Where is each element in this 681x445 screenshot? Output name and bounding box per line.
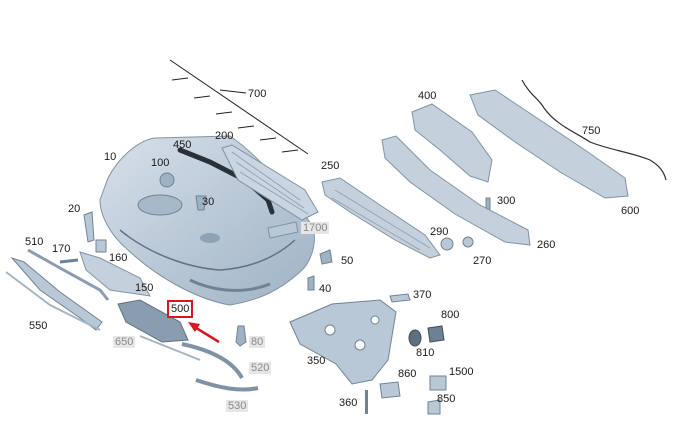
callout-290: 290 (430, 226, 449, 238)
callout-270: 270 (473, 255, 492, 267)
callout-520: 520 (249, 362, 272, 374)
callout-1500: 1500 (449, 366, 474, 378)
callout-550: 550 (29, 320, 48, 332)
callout-1700: 1700 (301, 222, 330, 234)
part-350-bracket (289, 299, 397, 385)
callout-860: 860 (398, 368, 417, 380)
part-600-carrier (469, 89, 629, 199)
part-80-clip (235, 325, 247, 347)
part-270 (462, 236, 474, 248)
part-170 (59, 258, 79, 264)
part-1700 (267, 221, 299, 239)
callout-510: 510 (25, 236, 44, 248)
callout-600: 600 (621, 205, 640, 217)
part-50-clip (319, 249, 333, 265)
part-150-grille (79, 251, 151, 297)
part-20 (83, 211, 95, 243)
callout-30: 30 (202, 196, 215, 208)
part-100-clip (159, 172, 175, 188)
part-550-trim (10, 256, 103, 331)
callout-260: 260 (537, 239, 556, 251)
callout-40: 40 (319, 283, 332, 295)
part-160 (95, 239, 107, 253)
part-370 (389, 293, 411, 303)
part-650-strip (139, 335, 201, 361)
callout-370: 370 (413, 289, 432, 301)
callout-20: 20 (68, 203, 81, 215)
callout-810: 810 (416, 347, 435, 359)
part-400-absorber (411, 103, 493, 183)
part-860 (379, 381, 401, 399)
part-290 (440, 237, 454, 251)
part-530-strip (195, 378, 259, 392)
callout-170: 170 (52, 243, 71, 255)
part-810-ring (408, 329, 422, 347)
callout-350: 350 (307, 355, 326, 367)
part-500-fog-grille (117, 299, 189, 343)
part-1500 (429, 375, 447, 391)
part-850 (427, 399, 441, 415)
callout-150: 150 (135, 282, 154, 294)
part-30-screw (195, 195, 207, 211)
callout-450: 450 (173, 139, 192, 151)
callout-160: 160 (109, 252, 128, 264)
part-520-strip (181, 342, 244, 380)
callout-700: 700 (248, 88, 267, 100)
part-700-bracket (169, 59, 309, 155)
callout-10: 10 (104, 151, 117, 163)
callout-100: 100 (151, 157, 170, 169)
callout-200: 200 (215, 130, 234, 142)
highlight-arrow (192, 324, 220, 344)
callout-50: 50 (341, 255, 354, 267)
callout-800: 800 (441, 309, 460, 321)
part-40-clip (307, 275, 315, 291)
part-360 (365, 390, 368, 414)
callout-850: 850 (437, 393, 456, 405)
callout-250: 250 (321, 160, 340, 172)
highlight-arrow-head (188, 322, 200, 332)
callout-400: 400 (418, 90, 437, 102)
callout-360: 360 (339, 397, 358, 409)
callout-530: 530 (226, 400, 249, 412)
callout-750: 750 (582, 125, 601, 137)
part-510-trim (27, 248, 110, 301)
callout-80: 80 (249, 336, 266, 348)
callout-650: 650 (113, 336, 136, 348)
part-800-sensor (427, 325, 445, 343)
callout-300: 300 (497, 195, 516, 207)
part-750-harness (521, 79, 667, 181)
part-260-support (381, 135, 531, 246)
callout-500-highlighted: 500 (167, 300, 194, 318)
